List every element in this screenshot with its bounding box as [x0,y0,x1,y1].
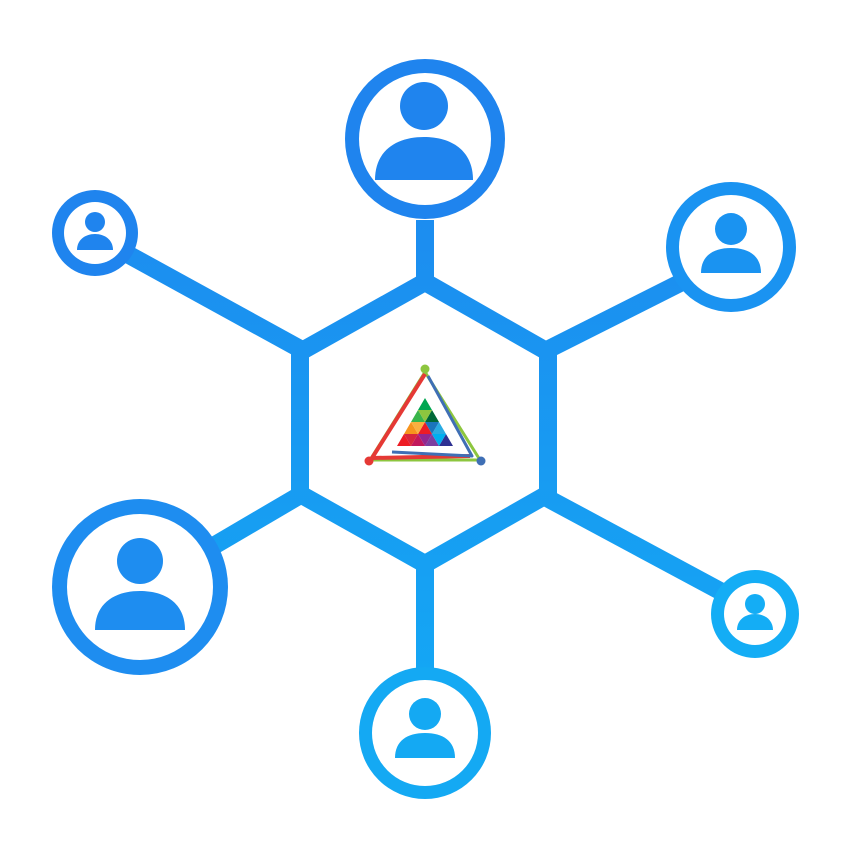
spoke-upper-right [542,271,691,359]
user-node-top[interactable] [345,59,505,219]
user-node-lower-left[interactable] [52,499,228,675]
prism-triangle-logo-icon [364,364,486,466]
user-node-lower-right[interactable] [711,570,799,658]
spoke-lower-left [205,486,307,556]
user-avatar-icon [95,538,185,630]
spokes [115,220,727,668]
user-avatar-icon [737,594,773,630]
user-avatar-icon [701,213,761,273]
user-avatar-icon [77,212,113,250]
user-node-upper-right[interactable] [666,182,796,312]
spoke-lower-right [542,490,727,600]
user-avatar-icon [375,82,473,180]
user-node-upper-left[interactable] [52,190,138,276]
spoke-upper-left [115,242,307,358]
user-avatar-icon [395,698,455,758]
user-node-bottom[interactable] [359,667,491,799]
